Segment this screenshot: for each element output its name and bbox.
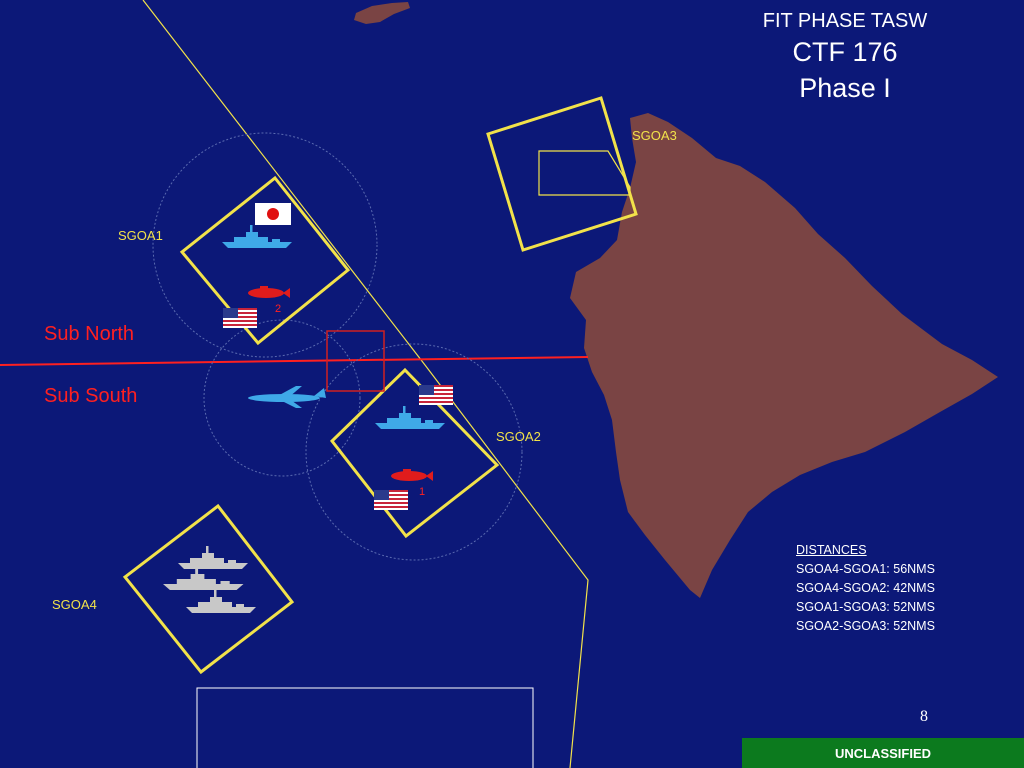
japan-flag-icon (255, 203, 291, 225)
submarine-1-number: 1 (419, 486, 426, 498)
title-line-1: FIT PHASE TASW (762, 10, 928, 32)
range-circle-sgoa2 (305, 343, 523, 561)
island-north (354, 2, 410, 24)
bottom-area-box (196, 687, 534, 768)
distances-panel: DISTANCES SGOA4-SGOA1: 56NMS SGOA4-SGOA2… (796, 541, 935, 636)
distance-item: SGOA4-SGOA2: 42NMS (796, 581, 935, 595)
classification-label: UNCLASSIFIED (834, 745, 932, 761)
sgoa1-box (179, 175, 351, 346)
warship-icon (375, 406, 445, 429)
sgoa3-box (486, 96, 638, 252)
warship-icon (178, 546, 248, 569)
distance-item: SGOA2-SGOA3: 52NMS (796, 619, 935, 633)
title-line-3: Phase I (799, 73, 891, 103)
sgoa1-label: SGOA1 (118, 228, 163, 243)
range-circle-center (203, 319, 361, 477)
distance-item: SGOA1-SGOA3: 52NMS (796, 600, 935, 614)
island-main (570, 113, 998, 598)
us-flag-icon (223, 308, 257, 328)
slide-title: FIT PHASE TASW CTF 176 Phase I (740, 8, 950, 106)
page-number: 8 (920, 708, 928, 725)
submarine-icon (391, 469, 433, 481)
boundary-line (142, 0, 589, 768)
distance-item: SGOA4-SGOA1: 56NMS (796, 562, 935, 576)
submarine-icon (248, 286, 290, 298)
classification-banner: UNCLASSIFIED (742, 738, 1024, 768)
us-flag-icon (419, 385, 453, 405)
sub-north-label: Sub North (44, 323, 135, 345)
sgoa4-label: SGOA4 (52, 597, 97, 612)
distances-title: DISTANCES (796, 543, 867, 557)
sgoa2-label: SGOA2 (496, 429, 541, 444)
warship-icon (222, 225, 292, 248)
warship-icon (186, 590, 256, 613)
sgoa4-box (122, 503, 295, 675)
submarine-2-number: 2 (275, 303, 282, 315)
sub-lane-divider (0, 356, 589, 366)
sgoa3-inner-box (538, 150, 631, 196)
warship-icon (163, 567, 244, 590)
sgoa3-label: SGOA3 (632, 128, 677, 143)
us-flag-icon (374, 490, 408, 510)
title-line-2: CTF 176 (792, 37, 898, 67)
patrol-aircraft-icon (248, 386, 326, 408)
sgoa2-box (329, 367, 500, 539)
sub-south-label: Sub South (44, 385, 138, 407)
range-circle-sgoa1 (152, 132, 378, 358)
center-box (326, 330, 385, 392)
